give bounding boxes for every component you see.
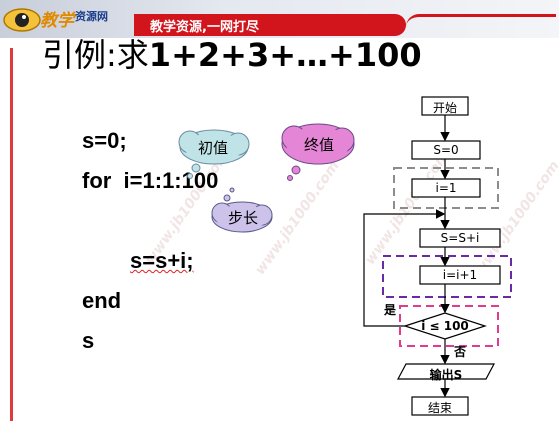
cloud-final	[281, 123, 355, 181]
fc-condition-label: i ≤ 100	[421, 319, 469, 333]
fc-no-label: 否	[454, 345, 467, 359]
fc-increment-box	[419, 265, 501, 285]
fc-increment-label: i=i+1	[442, 268, 478, 282]
fc-end-box	[411, 396, 469, 416]
fc-yes-label: 是	[384, 303, 397, 317]
fc-init-s-label: S=0	[433, 143, 459, 157]
fc-output-label: 输出S	[429, 368, 463, 382]
fc-accumulate-box	[419, 228, 501, 248]
slide-title: 引例:求1+2+3+…+100	[42, 30, 422, 76]
code-line-5: s	[82, 328, 95, 353]
code-line-3: s=s+i;	[130, 248, 194, 273]
site-logo	[2, 4, 134, 34]
code-line-1: s=0;	[82, 128, 127, 153]
title-prefix: 引例:求	[42, 36, 149, 74]
fc-end-label: 结束	[427, 401, 452, 415]
callout-final-label: 终值	[304, 136, 335, 154]
fc-accumulate-label: S=S+i	[440, 231, 480, 245]
code-line-2: for i=1:1:100	[82, 168, 219, 193]
code-line-4: end	[82, 288, 122, 313]
fc-init-i-label: i=1	[435, 181, 457, 195]
title-expression: 1+2+3+…+100	[148, 36, 422, 74]
fc-output-shape	[397, 363, 495, 380]
slogan-text: 教学资源,一网打尽	[150, 20, 259, 35]
fc-increment-frame	[382, 255, 512, 298]
logo-subtitle: 资源网	[75, 10, 108, 23]
header-swoosh	[406, 14, 556, 27]
left-accent-line	[10, 48, 13, 421]
slogan-bar	[134, 14, 406, 36]
fc-condition-frame	[399, 305, 499, 347]
eye-logo-icon	[3, 8, 41, 32]
callout-initial-label: 初值	[198, 139, 229, 157]
callout-step-label: 步长	[228, 209, 259, 227]
logo-text: 教学	[40, 11, 74, 31]
fc-init-i-frame	[393, 167, 499, 209]
cloud-initial	[178, 129, 250, 179]
fc-start-label: 开始	[432, 101, 457, 115]
fc-condition-diamond	[403, 312, 487, 340]
cloud-step	[211, 187, 273, 233]
